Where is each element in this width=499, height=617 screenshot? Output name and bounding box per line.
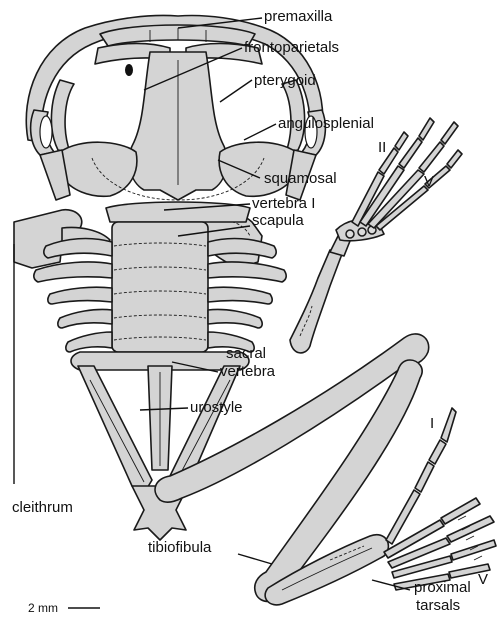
transverse-process-3r	[208, 262, 286, 282]
label-proximal: proximal	[414, 580, 471, 596]
label-angulosplenial: angulosplenial	[278, 116, 374, 132]
leader-angulosplenial	[244, 124, 276, 140]
label-foot-digit-1: I	[430, 416, 434, 432]
hindlimb	[155, 334, 496, 605]
label-vertebra-1: vertebra I	[252, 196, 315, 212]
humerus	[290, 250, 342, 353]
label-tarsals: tarsals	[416, 598, 460, 614]
leader-urostyle	[140, 408, 188, 410]
leader-tibiofibula	[238, 554, 272, 564]
label-scapula: scapula	[252, 213, 304, 229]
label-hand-digit-5: V	[424, 174, 434, 190]
leader-pterygoid	[220, 80, 252, 102]
transverse-process-4r	[208, 287, 272, 304]
label-urostyle: urostyle	[190, 400, 243, 416]
label-squamosal: squamosal	[264, 171, 337, 187]
pelvis	[78, 366, 240, 540]
label-vertebra: vertebra	[220, 364, 275, 380]
label-premaxilla: premaxilla	[264, 9, 332, 25]
transverse-process-5l	[58, 309, 112, 328]
transverse-process-6l	[66, 332, 112, 352]
label-hand-digit-2: II	[378, 140, 386, 156]
label-pterygoid: pterygoid	[254, 73, 316, 89]
vertebral-body	[112, 222, 208, 352]
premaxilla-bone	[100, 25, 255, 46]
transverse-process-5r	[208, 309, 262, 328]
scale-bar-label: 2 mm	[28, 601, 58, 615]
label-sacral: sacral	[226, 346, 266, 362]
label-cleithrum: cleithrum	[12, 500, 73, 516]
pterygoid-left	[51, 80, 74, 152]
label-tibiofibula: tibiofibula	[148, 540, 211, 556]
label-frontoparietals: frontoparietals	[244, 40, 339, 56]
otic-left	[60, 142, 137, 196]
transverse-process-4l	[48, 287, 112, 304]
label-foot-digit-5: V	[478, 572, 488, 588]
